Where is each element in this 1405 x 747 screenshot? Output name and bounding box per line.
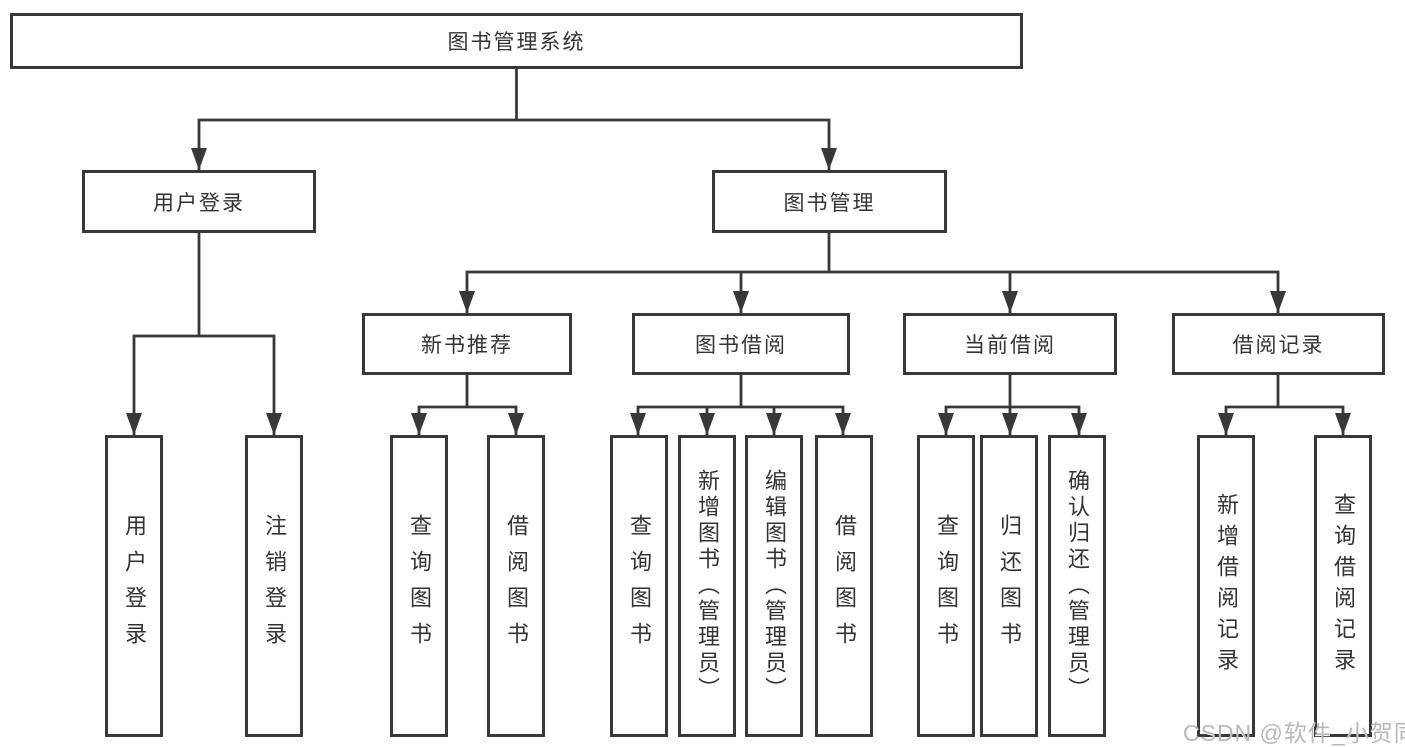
leaf-label: 注销登录: [262, 514, 287, 658]
leaf-query-books-recommend: 查询图书: [390, 435, 448, 737]
leaf-borrow-books: 借阅图书: [815, 435, 873, 737]
csdn-watermark: CSDN @软件_小贺同学: [1183, 720, 1405, 746]
leaf-label: 查询借阅记录: [1331, 493, 1356, 679]
leaf-label: 新增借阅记录: [1214, 493, 1239, 679]
node-book-management: 图书管理: [712, 170, 947, 233]
leaf-label: 新增图书（管理员）: [695, 469, 720, 703]
leaf-borrow-books-recommend: 借阅图书: [487, 435, 545, 737]
leaf-edit-books-admin: 编辑图书（管理员）: [745, 435, 803, 737]
leaf-label: 编辑图书（管理员）: [762, 469, 787, 703]
arrowheads: [126, 148, 1351, 435]
leaf-query-borrow-record: 查询借阅记录: [1314, 435, 1372, 737]
node-current-borrow: 当前借阅: [903, 313, 1117, 375]
node-label: 图书管理系统: [447, 31, 586, 54]
node-book-borrow: 图书借阅: [632, 313, 850, 375]
node-label: 用户登录: [153, 191, 245, 215]
leaf-label: 查询图书: [407, 514, 432, 658]
node-new-book-recommend: 新书推荐: [362, 313, 572, 375]
leaf-label: 借阅图书: [504, 514, 529, 658]
node-user-login: 用户登录: [82, 170, 316, 233]
node-label: 图书管理: [783, 191, 876, 215]
leaf-add-books-admin: 新增图书（管理员）: [678, 435, 736, 737]
node-label: 借阅记录: [1232, 334, 1325, 357]
leaf-logout: 注销登录: [245, 435, 303, 737]
leaf-label: 归还图书: [997, 514, 1022, 658]
leaf-return-books: 归还图书: [980, 435, 1038, 737]
leaf-label: 查询图书: [934, 514, 959, 658]
leaf-user-login: 用户登录: [105, 435, 163, 737]
leaf-add-borrow-record: 新增借阅记录: [1197, 435, 1255, 737]
node-label: 新书推荐: [421, 334, 513, 357]
leaf-label: 用户登录: [122, 514, 147, 658]
leaf-label: 查询图书: [627, 514, 652, 658]
leaf-label: 确认归还（管理员）: [1065, 469, 1090, 703]
node-label: 当前借阅: [964, 334, 1056, 357]
leaf-query-books-current: 查询图书: [917, 435, 975, 737]
node-root-system: 图书管理系统: [10, 13, 1023, 69]
node-label: 图书借阅: [695, 334, 787, 357]
node-borrow-records: 借阅记录: [1172, 313, 1385, 375]
leaf-query-books-borrow: 查询图书: [610, 435, 668, 737]
leaf-confirm-return-admin: 确认归还（管理员）: [1048, 435, 1106, 737]
leaf-label: 借阅图书: [832, 514, 857, 658]
